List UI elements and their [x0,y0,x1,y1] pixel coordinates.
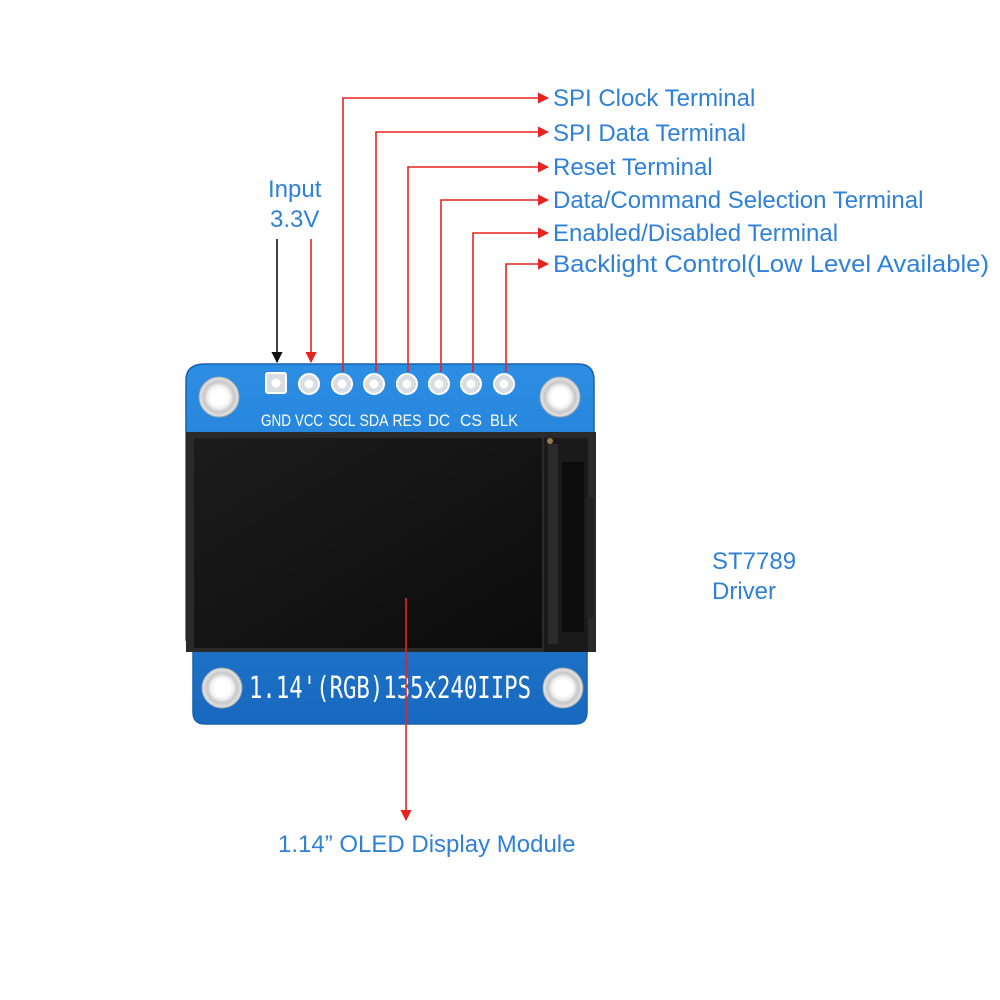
label-spi-data: SPI Data Terminal [553,120,746,147]
callout-arrows [271,92,550,822]
pin-label-scl: SCL [329,411,356,430]
pcb-board: GND VCC SCL SDA RES DC CS BLK 1.14'(RGB)… [185,363,596,725]
pin-label-dc: DC [428,411,450,430]
label-input-voltage: 3.3V [270,206,319,233]
pin-label-res: RES [393,411,422,430]
arrow-cs [472,227,550,372]
label-driver-chip: ST7789 [712,548,796,575]
label-enable: Enabled/Disabled Terminal [553,220,838,247]
display-screen [194,438,542,648]
label-input: Input [268,176,322,203]
label-data-command: Data/Command Selection Terminal [553,187,923,214]
header-pads [265,372,515,395]
arrow-res [407,161,550,372]
silkscreen-text: 1.14'(RGB)135x240IIPS [249,671,531,706]
label-spi-clock: SPI Clock Terminal [553,85,755,112]
annotation-labels: SPI Clock Terminal SPI Data Terminal Res… [268,85,989,858]
arrow-sda [375,126,550,372]
pin-label-cs: CS [460,411,482,430]
label-backlight: Backlight Control(Low Level Available) [553,251,989,278]
label-reset: Reset Terminal [553,154,713,181]
pin-label-gnd: GND [261,411,291,430]
arrow-scl [342,92,550,372]
flex-connector [544,438,594,652]
label-driver: Driver [712,578,776,605]
pin-label-vcc: VCC [295,411,323,430]
pin-labels: GND VCC SCL SDA RES DC CS BLK [261,411,519,430]
pin-label-blk: BLK [490,411,519,430]
label-module: 1.14” OLED Display Module [278,831,575,858]
pin-label-sda: SDA [360,411,390,430]
arrow-blk [505,258,550,372]
arrow-dc [440,194,550,372]
